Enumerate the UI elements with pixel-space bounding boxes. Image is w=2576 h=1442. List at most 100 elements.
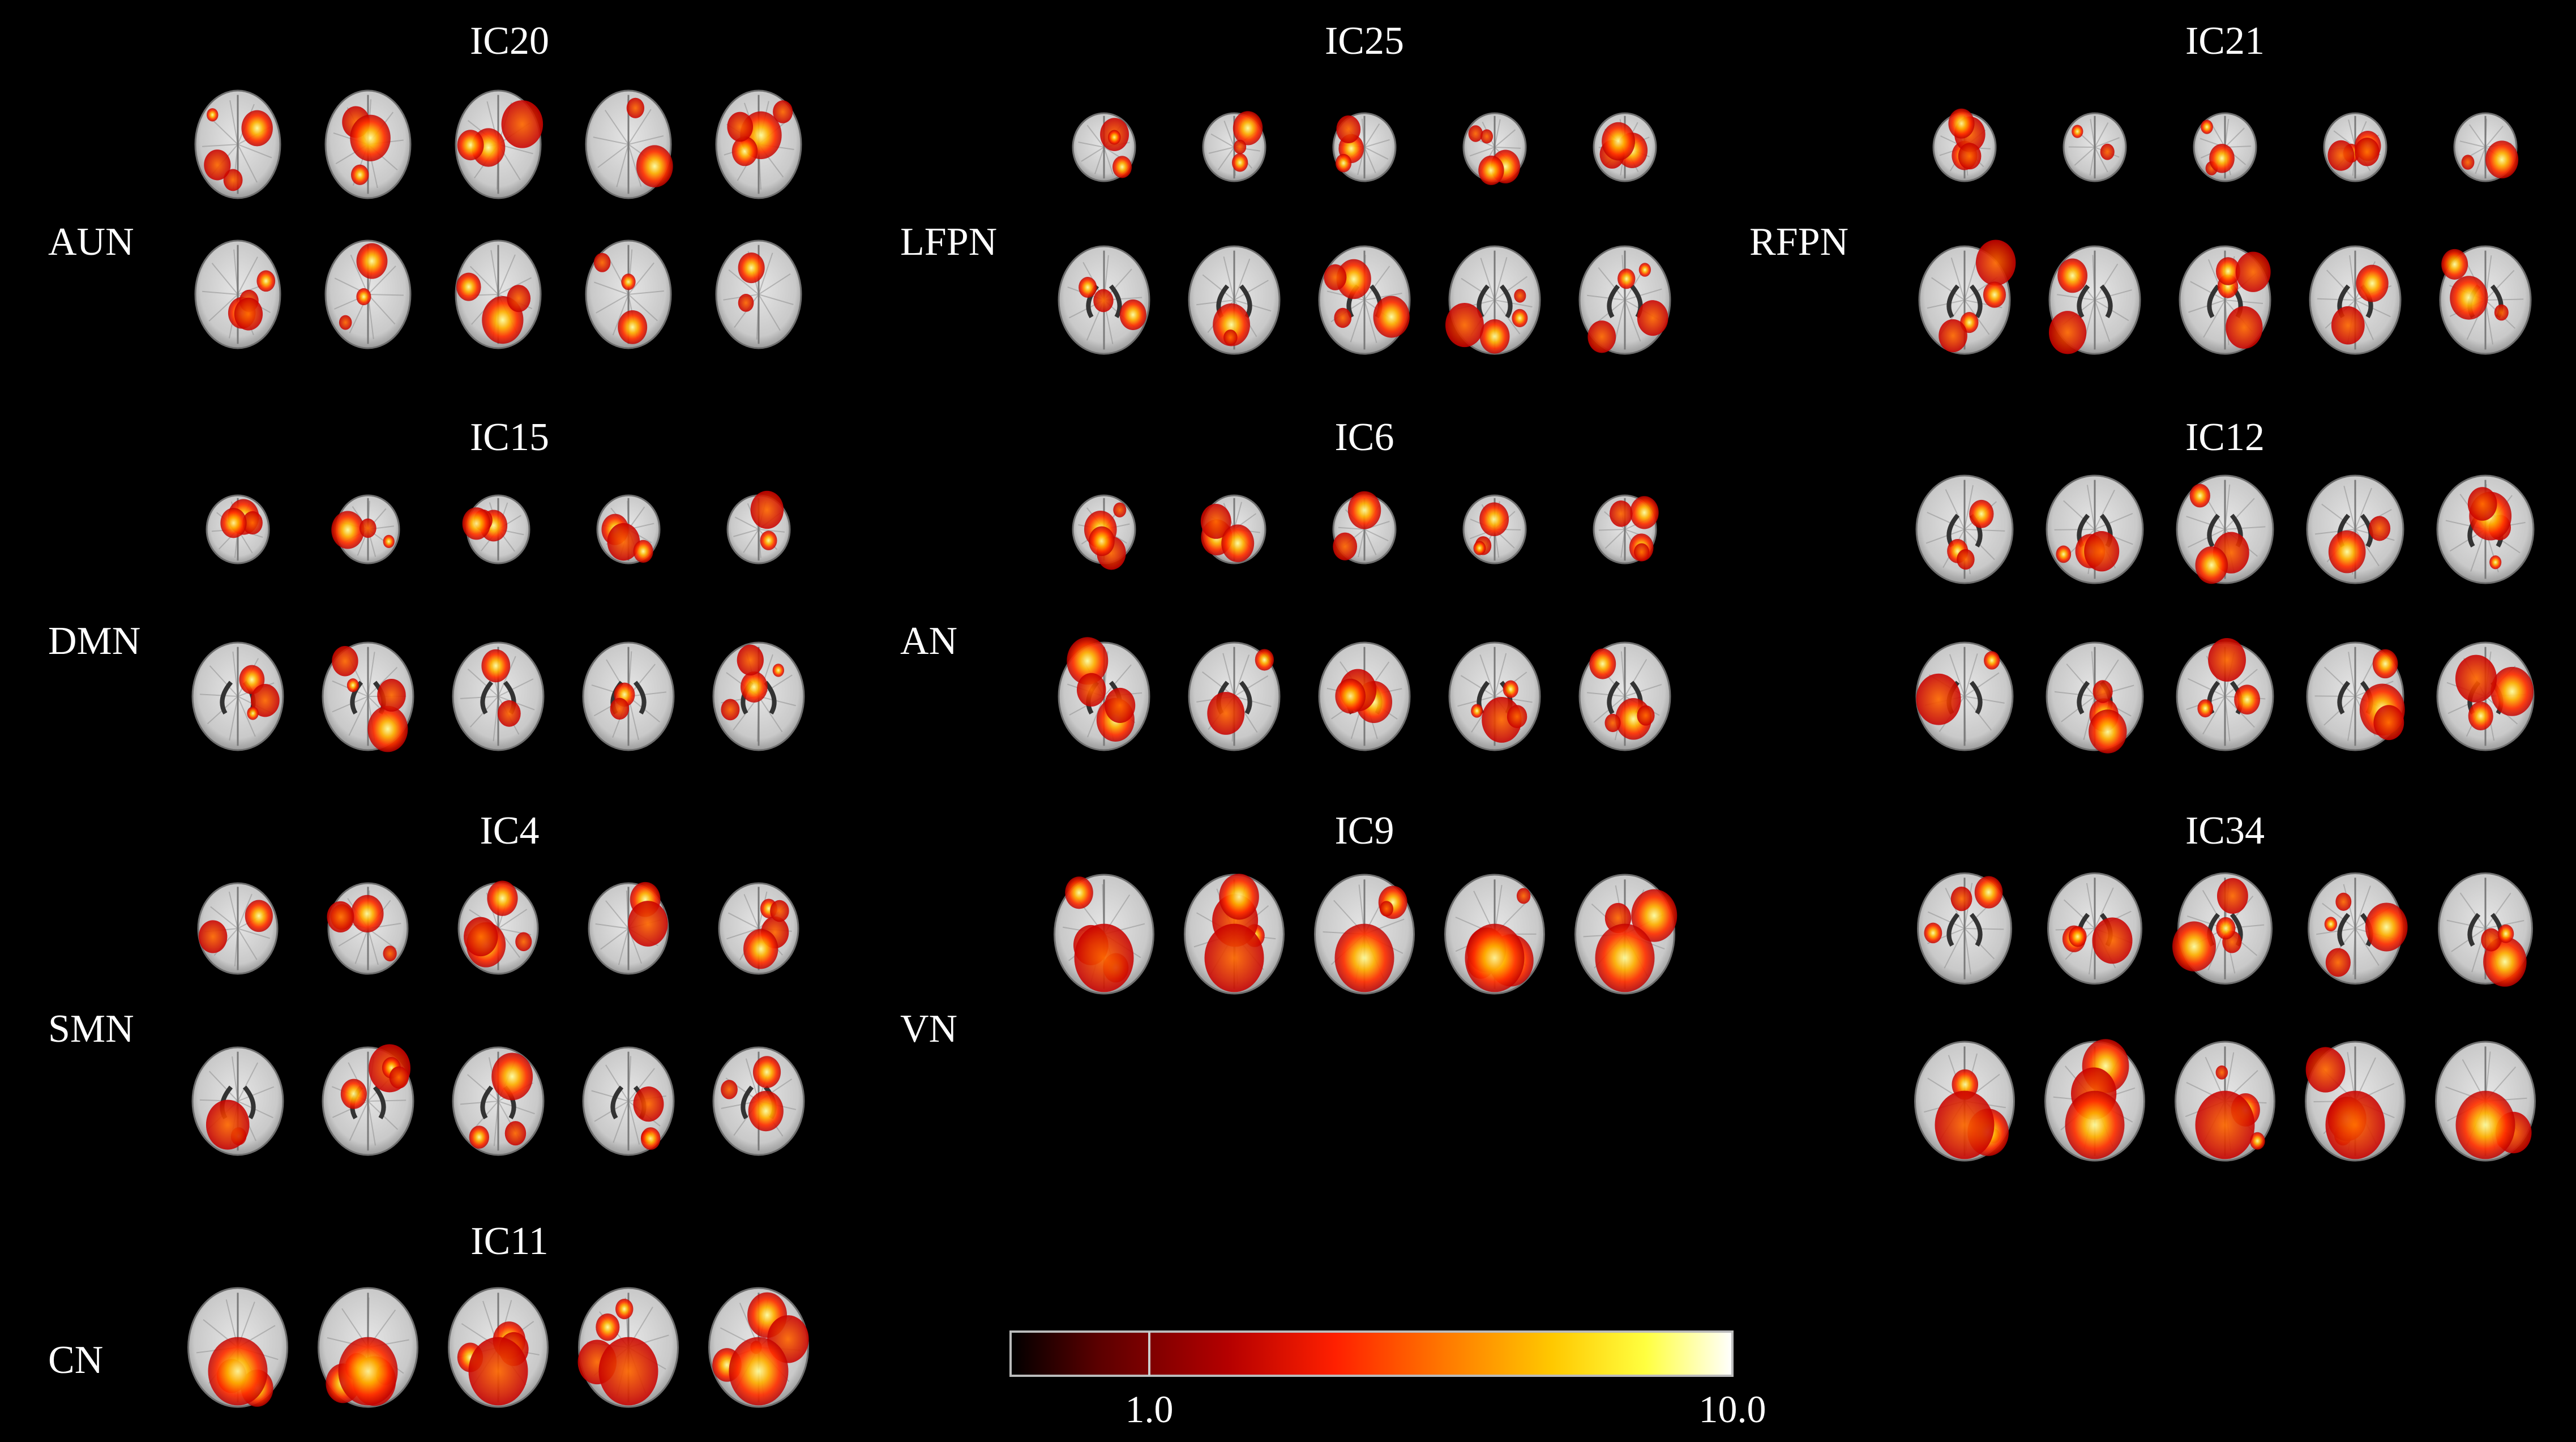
- brain-slice: [715, 239, 802, 349]
- brain-slice: [2438, 872, 2533, 987]
- component-label: IC11: [470, 1220, 548, 1263]
- network-label: AUN: [48, 220, 134, 264]
- brain-slice: [448, 1287, 549, 1408]
- brain-slice: [462, 494, 530, 564]
- brain-slice: [2172, 872, 2273, 985]
- brain-slice: [322, 1044, 414, 1156]
- brain-slice: [1188, 641, 1281, 751]
- brain-slice: [726, 490, 791, 564]
- brain-slice: [588, 882, 669, 975]
- brain-slice: [1917, 872, 2012, 985]
- network-panel: IC34: [1914, 809, 2536, 1162]
- component-label: IC6: [1335, 416, 1394, 459]
- component-label: IC15: [470, 416, 549, 459]
- colorbar-gradient: [1009, 1330, 1734, 1377]
- brain-slice: [2179, 245, 2271, 355]
- network-panel: IC12: [1915, 416, 2535, 754]
- brain-slice: [1578, 245, 1671, 355]
- brain-slice: [718, 882, 799, 975]
- brain-slice: [2305, 1041, 2406, 1162]
- brain-slice: [1593, 112, 1657, 182]
- brain-slice: [324, 239, 412, 349]
- brain-slice: [715, 89, 802, 199]
- brain-slice: [2175, 1041, 2275, 1162]
- brain-slice: [327, 882, 409, 975]
- brain-slice: [2044, 1039, 2145, 1162]
- brain-slice: [318, 1287, 418, 1408]
- network-label: AN: [900, 619, 957, 663]
- brain-slice: [2176, 638, 2274, 751]
- brain-slice: [1444, 874, 1545, 995]
- brain-slice: [1202, 111, 1266, 182]
- brain-slice: [206, 494, 270, 564]
- brain-slice: [2309, 245, 2402, 355]
- brain-slice: [2046, 641, 2144, 754]
- brain-slice: [1058, 245, 1150, 355]
- brain-slice: [197, 882, 279, 975]
- brain-slice: [324, 89, 412, 199]
- brain-slice: [582, 1046, 675, 1156]
- brain-slice: [1188, 245, 1281, 355]
- brain-slice: [2308, 872, 2408, 985]
- brain-slice: [331, 494, 400, 564]
- brain-slice: [1914, 1041, 2015, 1162]
- brain-slice: [1918, 239, 2016, 355]
- brain-slice: [1448, 641, 1541, 751]
- brain-slice: [2193, 112, 2257, 182]
- brain-slice: [1318, 245, 1411, 355]
- brain-slice: [1574, 874, 1678, 995]
- brain-slice: [452, 641, 545, 751]
- brain-slice: [1445, 245, 1541, 355]
- brain-slice: [191, 641, 284, 751]
- brain-slice: [1200, 494, 1266, 564]
- brain-slice: [1915, 641, 2014, 751]
- brain-slice: [455, 239, 542, 349]
- network-label: SMN: [48, 1007, 134, 1051]
- brain-slice: [1184, 874, 1285, 995]
- brain-slice: [2435, 1041, 2536, 1162]
- brain-slice: [2047, 872, 2142, 985]
- brain-slice: [2439, 245, 2532, 355]
- brain-slice: [585, 239, 672, 349]
- brain-slice: [194, 239, 281, 349]
- brain-slice: [1072, 494, 1136, 570]
- brain-slice: [452, 1046, 545, 1156]
- brain-slice: [1072, 112, 1136, 182]
- colorbar: 1.0 10.0: [1009, 1330, 1766, 1431]
- brain-slice: [2062, 112, 2127, 182]
- brain-slice: [2453, 112, 2519, 182]
- brain-slice: [194, 89, 281, 199]
- brain-slice: [582, 641, 675, 751]
- brain-slice: [187, 1287, 288, 1408]
- brain-slice: [322, 641, 414, 752]
- component-label: IC9: [1335, 809, 1394, 853]
- brain-slice: [1578, 641, 1671, 751]
- brain-slice: [1332, 491, 1397, 564]
- component-label: IC25: [1325, 19, 1404, 63]
- network-label: LFPN: [900, 220, 997, 264]
- brain-slice: [2176, 474, 2274, 584]
- brain-slice: [2323, 112, 2387, 182]
- brain-slice: [1932, 108, 1997, 182]
- brain-slice: [577, 1287, 679, 1408]
- component-label: IC20: [470, 19, 549, 63]
- component-label: IC21: [2185, 19, 2265, 63]
- brain-slice: [2306, 641, 2405, 751]
- brain-slice: [712, 1046, 805, 1156]
- brain-slice: [1058, 637, 1150, 751]
- brain-slice: [457, 880, 539, 975]
- brain-slice: [1915, 474, 2014, 584]
- brain-slice: [1054, 874, 1154, 995]
- component-label: IC12: [2185, 416, 2265, 459]
- brain-slice: [1593, 494, 1659, 564]
- component-label: IC4: [480, 809, 540, 853]
- network-label: VN: [900, 1007, 957, 1051]
- brain-slice: [2306, 474, 2404, 584]
